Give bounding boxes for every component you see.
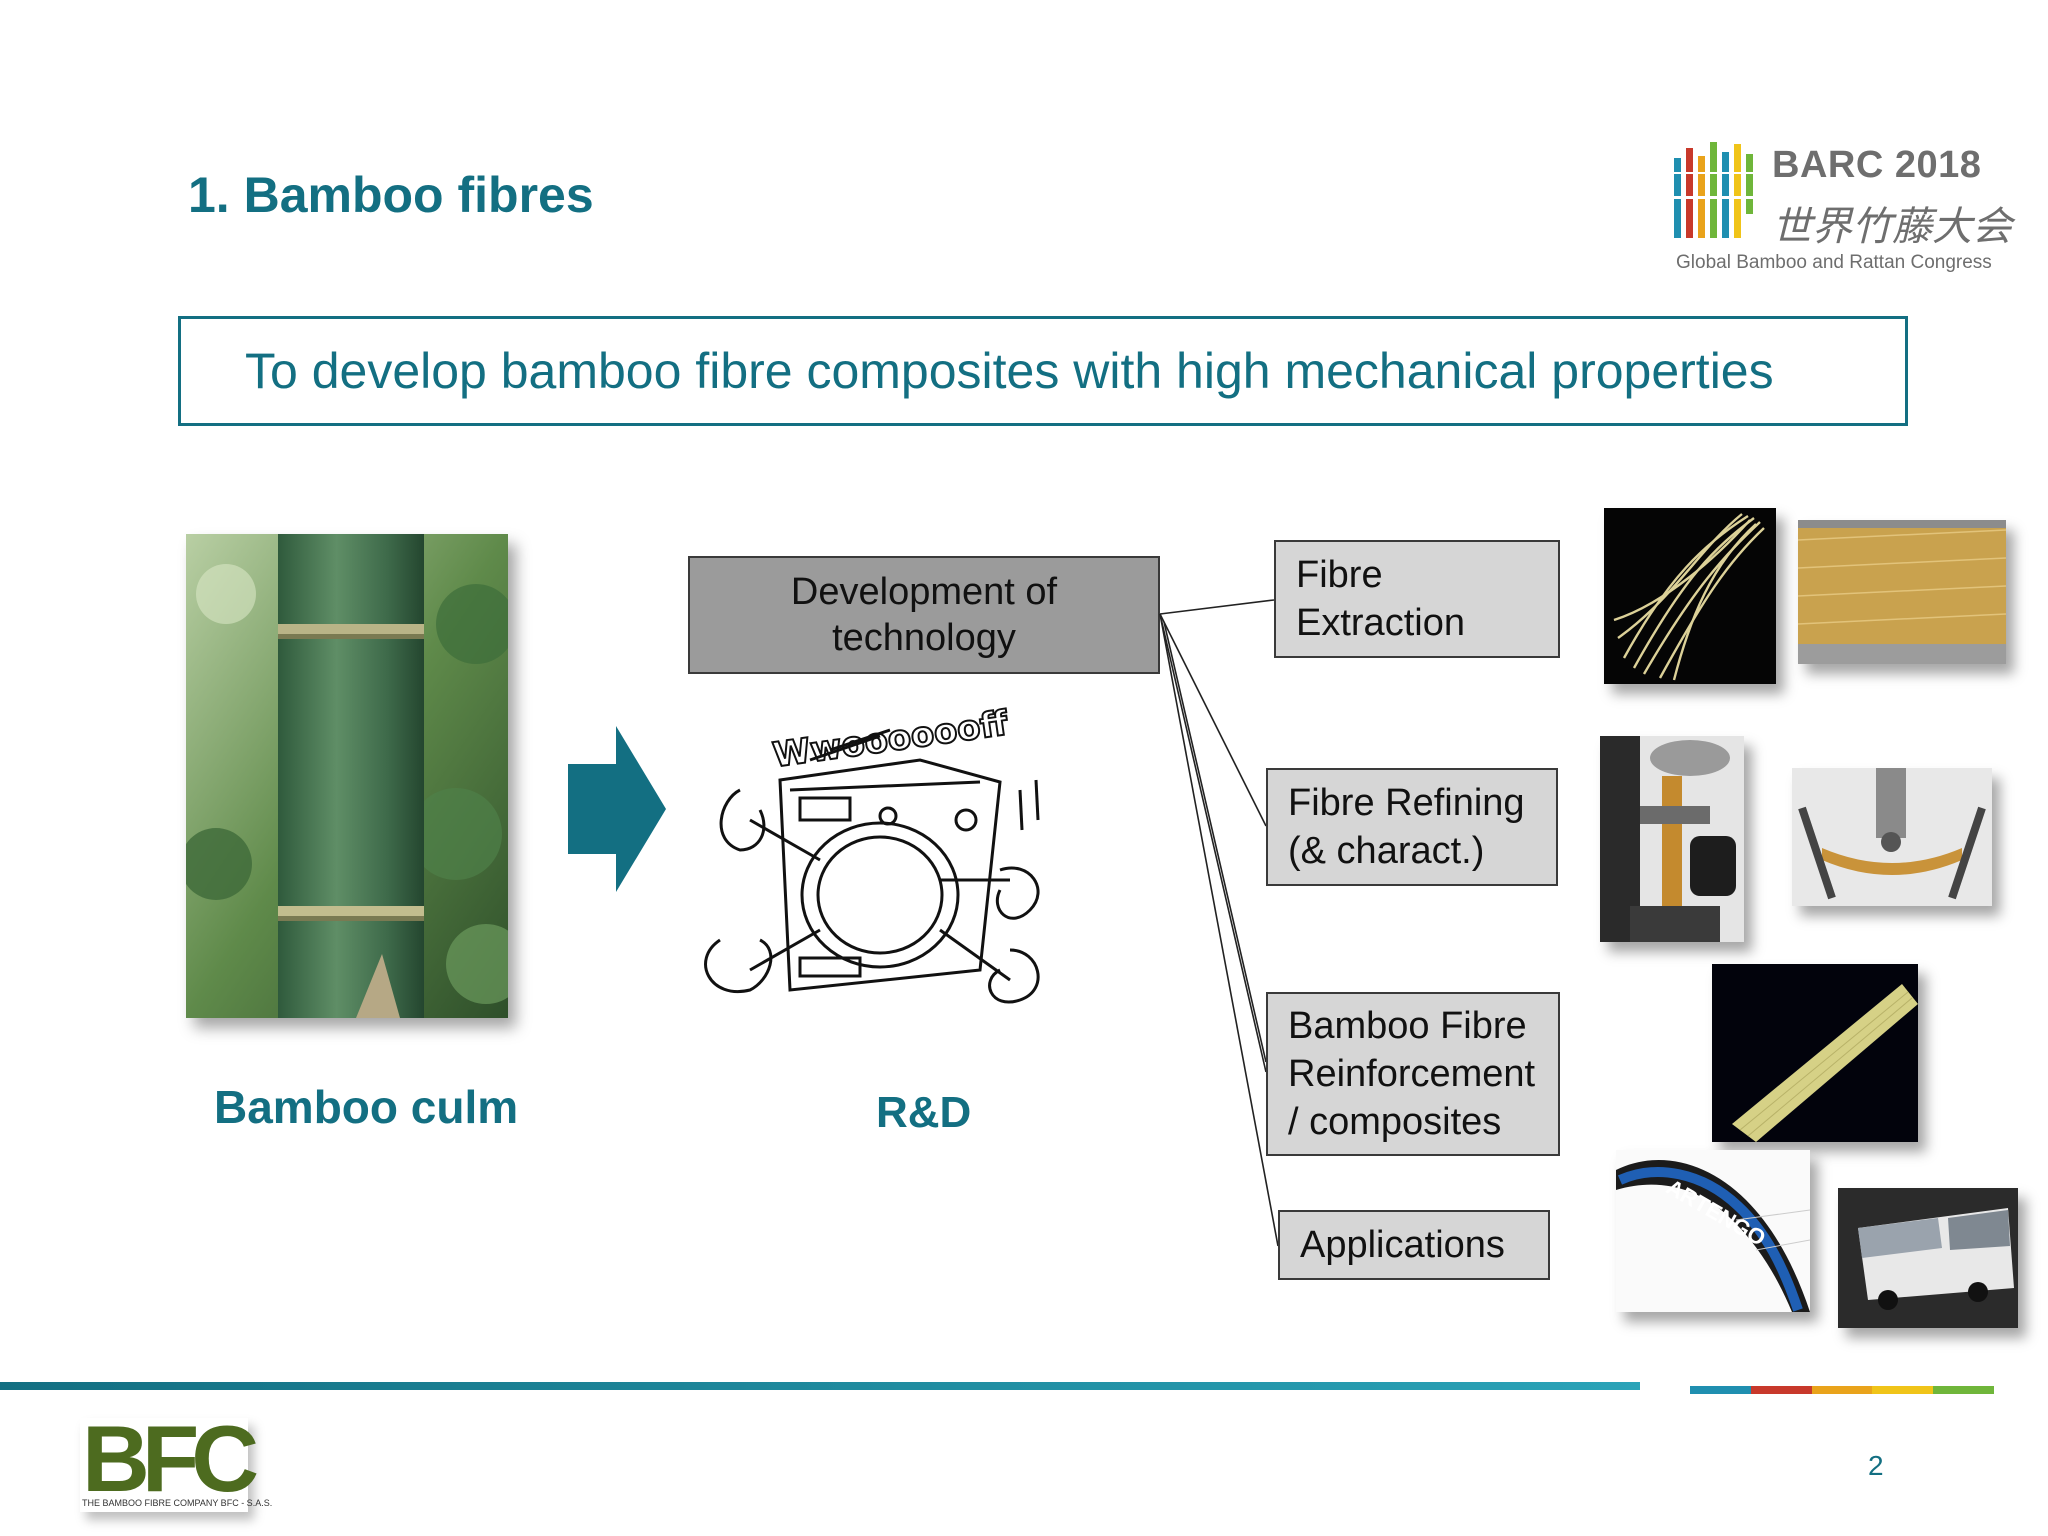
bfc-logo-tagline: THE BAMBOO FIBRE COMPANY BFC - S.A.S.	[82, 1498, 273, 1508]
step-bamboo-fibre-reinforcement: Bamboo Fibre Reinforcement / composites	[1266, 992, 1560, 1156]
footer-color-segment	[1872, 1386, 1934, 1394]
barc-logo-chinese: 世界竹藤大会	[1772, 204, 2012, 250]
tennis-racket-photo: ARTENGO	[1616, 1150, 1810, 1312]
objective-box: To develop bamboo fibre composites with …	[178, 316, 1908, 426]
washing-machine-sketch: Wwooooooff	[704, 702, 1040, 1004]
objective-text: To develop bamboo fibre composites with …	[245, 343, 1774, 399]
fibre-mat-photo	[1798, 520, 2006, 664]
step-reinforcement-line2: Reinforcement	[1288, 1053, 1536, 1095]
development-of-technology-box: Development of technology	[688, 556, 1160, 674]
composite-plank-photo	[1712, 964, 1918, 1142]
step-fibre-refining: Fibre Refining (& charact.)	[1266, 768, 1558, 886]
step-refining-line2: (& charact.)	[1288, 830, 1485, 872]
step-applications-line1: Applications	[1300, 1224, 1505, 1266]
bus-photo	[1838, 1188, 2018, 1328]
bamboo-stalks-icon	[1660, 142, 1760, 238]
footer-color-segment	[1690, 1386, 1751, 1394]
bamboo-culm-caption: Bamboo culm	[214, 1081, 519, 1133]
step-applications: Applications	[1278, 1210, 1550, 1280]
fibre-bundle-photo	[1604, 508, 1776, 684]
step-reinforcement-line1: Bamboo Fibre	[1288, 1005, 1527, 1047]
bfc-logo-letters: BFC	[82, 1406, 259, 1511]
barc-logo-subtitle: Global Bamboo and Rattan Congress	[1676, 252, 1992, 273]
footer-color-segment	[1811, 1386, 1873, 1394]
development-box-line2: technology	[832, 617, 1016, 659]
step-fibre-extraction: Fibre Extraction	[1274, 540, 1560, 658]
slide-title: 1. Bamboo fibres	[188, 167, 594, 223]
barc-2018-logo: BARC 2018 世界竹藤大会 Global Bamboo and Ratta…	[1660, 138, 2012, 288]
development-box-line1: Development of	[790, 571, 1058, 613]
footer-color-segment	[1933, 1386, 1994, 1394]
right-arrow-icon	[568, 726, 666, 892]
step-refining-line1: Fibre Refining	[1288, 782, 1525, 824]
step-extraction-line1: Fibre	[1296, 554, 1383, 596]
barc-logo-title: BARC 2018	[1772, 144, 1982, 186]
footer-divider	[0, 1382, 1640, 1390]
rd-caption: R&D	[876, 1088, 972, 1137]
step-reinforcement-line3: / composites	[1288, 1101, 1502, 1143]
tensile-test-machine-photo	[1600, 736, 1744, 942]
bfc-company-logo: BFC THE BAMBOO FIBRE COMPANY BFC - S.A.S…	[80, 1412, 272, 1512]
step-extraction-line2: Extraction	[1296, 602, 1465, 644]
bending-test-photo	[1792, 768, 1992, 906]
footer-color-bar	[1690, 1386, 1994, 1394]
bamboo-culm-photo	[186, 534, 508, 1018]
page-number: 2	[1868, 1450, 1884, 1481]
footer-color-segment	[1750, 1386, 1812, 1394]
